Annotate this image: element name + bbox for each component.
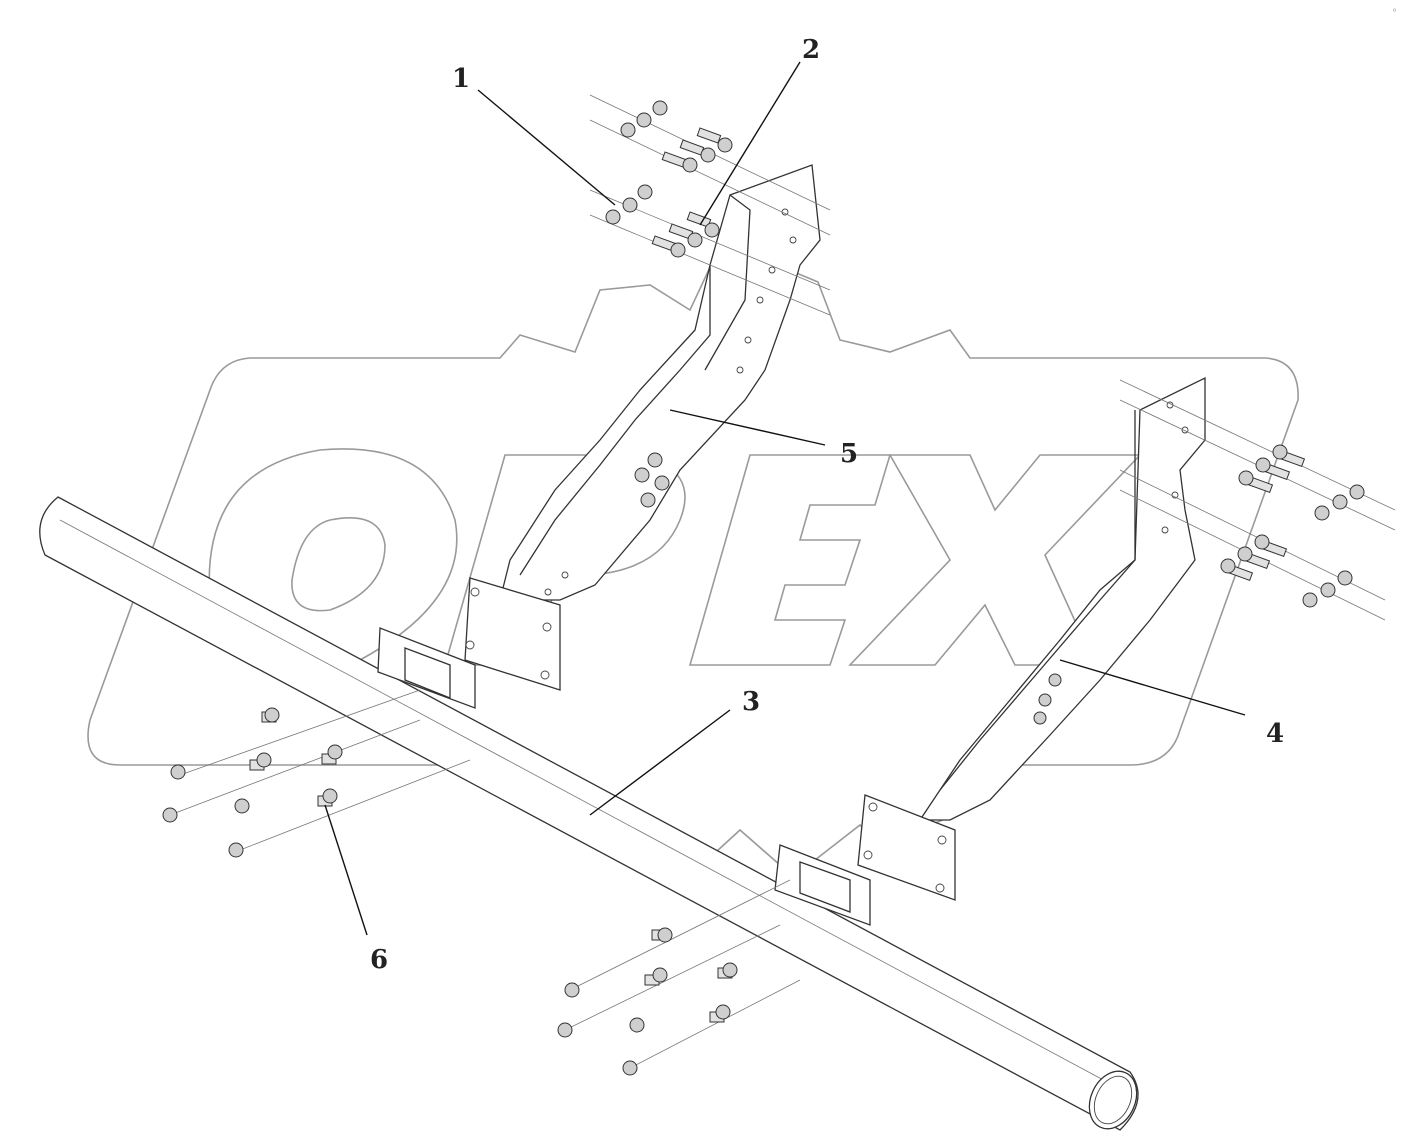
leader-1 (477, 89, 616, 206)
leader-lines (324, 61, 1246, 936)
leader-4 (1059, 659, 1246, 716)
callout-3: 3 (742, 687, 760, 717)
callout-5: 5 (840, 439, 858, 469)
callout-1: 1 (452, 64, 470, 94)
watermark-letter-o-inner (291, 516, 386, 612)
leader-2 (699, 61, 801, 226)
callout-6: 6 (370, 945, 388, 975)
callout-4: 4 (1266, 719, 1284, 749)
right-bracket (774, 376, 1206, 926)
fasteners-bottom-middle (557, 879, 801, 1076)
callout-labels: 1 2 3 4 5 6 (370, 35, 1284, 975)
leader-5 (669, 409, 826, 446)
watermark-letter-e (688, 454, 892, 666)
fasteners-top-left (589, 94, 831, 316)
leader-6 (324, 804, 368, 936)
left-bracket (377, 164, 821, 709)
leader-3 (589, 709, 731, 816)
fasteners-lower-left (162, 689, 471, 858)
watermark-gear-outline (87, 261, 1299, 866)
fasteners-right (1033, 379, 1396, 725)
callout-2: 2 (802, 35, 820, 65)
cross-tube-body (39, 496, 1139, 1131)
fasteners-left-bracket-middle (634, 452, 670, 508)
corner-mark: ° (1392, 8, 1397, 19)
cross-tube (39, 496, 1139, 1131)
